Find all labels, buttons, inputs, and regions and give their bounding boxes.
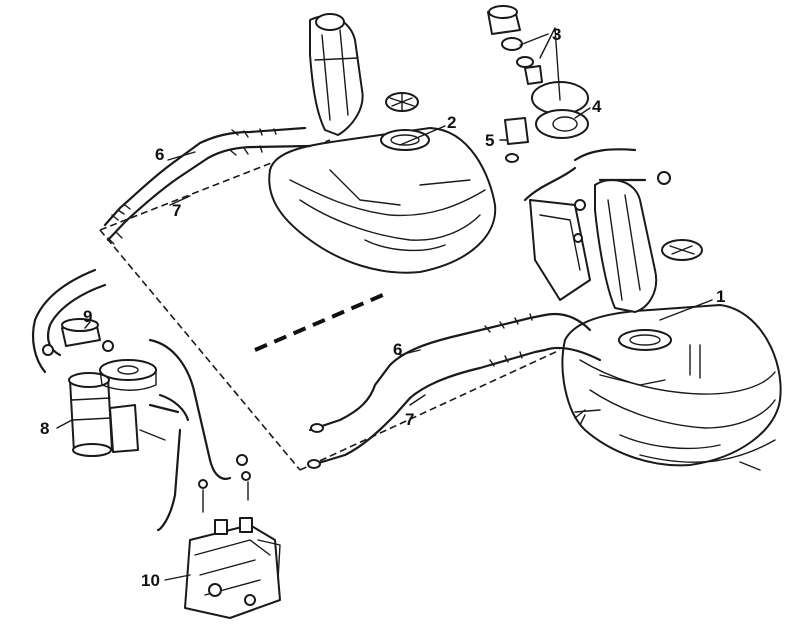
- label-8: 8: [40, 419, 49, 438]
- pump-hoses: [148, 338, 251, 532]
- lower-fuel-lines: [307, 312, 602, 469]
- label-6-lower: 6: [393, 340, 402, 359]
- upper-fuel-tank: [268, 13, 497, 274]
- label-6-upper: 6: [155, 145, 164, 164]
- label-1: 1: [716, 287, 725, 306]
- label-3: 3: [552, 25, 561, 44]
- label-5: 5: [485, 131, 494, 150]
- label-2: 2: [447, 113, 456, 132]
- label-7-upper: 7: [172, 201, 181, 220]
- assembly-dash-lines: [99, 139, 561, 471]
- label-4: 4: [592, 97, 602, 116]
- sender-pump-assembly: [487, 5, 671, 243]
- lower-fuel-tank: [529, 179, 782, 471]
- upper-fuel-lines: [103, 126, 312, 245]
- fuel-filter-group: [31, 268, 166, 457]
- label-7-lower: 7: [405, 410, 414, 429]
- label-10: 10: [141, 571, 160, 590]
- leader-lines: [56, 33, 713, 581]
- injection-pump: [184, 517, 281, 619]
- label-9: 9: [83, 307, 92, 326]
